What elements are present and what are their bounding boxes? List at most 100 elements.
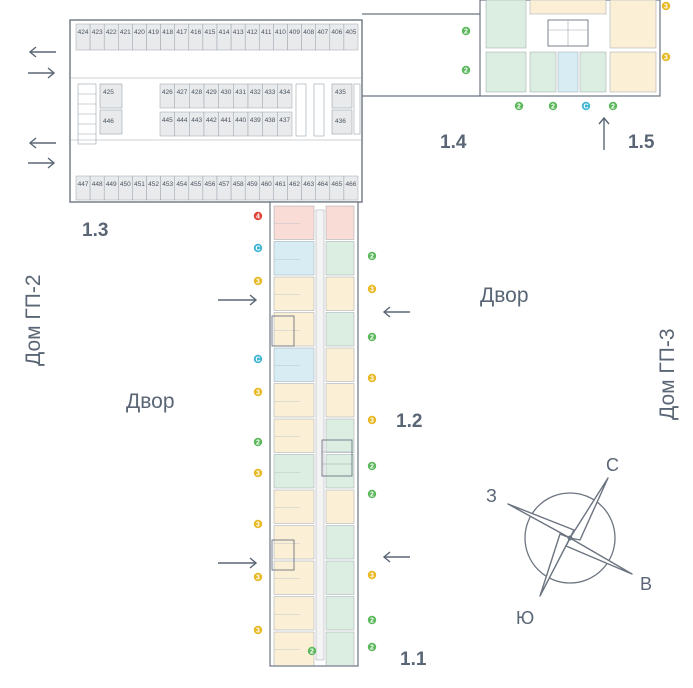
commercial-unit-cell [174,23,190,51]
room-count-badge [253,276,263,286]
commercial-unit-cell [202,175,218,201]
yard-label-right: Двор [480,284,529,307]
room-count-badge-text: 2 [370,464,374,471]
arrow-section-1-5 [598,116,610,150]
tower-apartment-right [325,596,355,631]
tower-apartment-left [273,205,315,240]
tower-apartment-left [273,489,315,524]
room-count-badge-text: 3 [256,522,260,529]
residential-tower-plan [269,201,359,667]
room-count-badge [367,251,377,261]
commercial-unit-cell [244,175,260,201]
unit-455: 455 [190,181,201,188]
commercial-unit-cell [160,23,175,51]
commercial-unit-cell [132,175,147,201]
tower-apartment-right [325,205,355,240]
commercial-unit-cell [247,83,263,109]
unit-445: 445 [162,117,173,124]
unit-421: 421 [120,29,131,36]
tower-apartment-right [325,489,355,524]
unit-432: 432 [250,89,261,96]
room-count-badge-text: 3 [256,471,260,478]
commercial-unit-cell [259,175,274,201]
unit-460: 460 [261,181,272,188]
room-count-badge-text: 2 [370,618,374,625]
unit-452: 452 [148,181,159,188]
tower-apartment-left [273,631,315,666]
unit-433: 433 [265,89,276,96]
commercial-unit-cell [301,23,316,51]
room-count-badge-text: 3 [256,390,260,397]
unit-442: 442 [206,117,217,124]
compass-north: С [606,455,619,475]
room-count-badge [367,332,377,342]
unit-427: 427 [177,89,188,96]
room-count-badge [367,284,377,294]
room-count-badge [253,387,263,397]
room-count-badge [367,373,377,383]
room-count-badge-text: 2 [464,68,468,75]
tower-bottom-badges: 2 [307,646,317,656]
section-1-5-plan [479,0,661,97]
tower-apartment-right [325,418,355,453]
commercial-unit-cell [329,23,345,51]
commercial-unit-cell [159,83,175,109]
room-count-badge-text: 3 [664,55,668,62]
room-count-badge-text: 2 [551,104,555,111]
unit-450: 450 [120,181,131,188]
unit-410: 410 [275,29,286,36]
commercial-unit-cell [230,175,246,201]
unit-428: 428 [191,89,202,96]
unit-464: 464 [317,181,328,188]
unit-462: 462 [289,181,300,188]
commercial-unit-cell [188,175,204,201]
room-count-badge-text: 3 [256,279,260,286]
unit-411: 411 [261,29,272,36]
unit-437: 437 [279,117,290,124]
room-count-badge [367,489,377,499]
commercial-unit-cell [343,175,359,201]
unit-406: 406 [331,29,342,36]
commercial-unit-cell [146,175,161,201]
tower-units [273,205,355,666]
tower-apartment-left [273,596,315,631]
room-count-badge-text: 2 [256,440,260,447]
tower-apartment-left [273,454,315,489]
room-count-badge [253,437,263,447]
room-count-badge [461,26,471,36]
room-count-badge [367,461,377,471]
commercial-unit-cell [159,111,175,137]
commercial-unit-cell [233,111,249,137]
room-count-badge-text: 2 [464,29,468,36]
unit-434: 434 [279,89,290,96]
room-count-badge-text: 2 [370,335,374,342]
section-label-1-4: 1.4 [440,132,467,153]
unit-453: 453 [162,181,173,188]
unit-419: 419 [148,29,159,36]
room-count-badge-text: 2 [517,104,521,111]
room-count-badge-text: С [255,357,260,364]
unit-456: 456 [205,181,216,188]
unit-420: 420 [134,29,145,36]
room-count-badge-text: С [583,104,588,111]
commercial-unit-cell [273,23,288,51]
unit-407: 407 [317,29,328,36]
unit-454: 454 [176,181,187,188]
arrow-left-bottom-2 [28,157,56,169]
commercial-unit-cell [247,111,263,137]
unit-447: 447 [78,181,89,188]
unit-435: 435 [335,89,346,96]
room-count-badge-text: 2 [310,649,314,656]
room-count-badge [548,101,558,111]
unit-405: 405 [346,29,357,36]
unit-431: 431 [235,89,246,96]
room-count-badge-text: 2 [370,492,374,499]
room-count-badge-text: 3 [370,287,374,294]
commercial-unit-cell [262,111,278,137]
unit-441: 441 [221,117,232,124]
unit-412: 412 [247,29,258,36]
